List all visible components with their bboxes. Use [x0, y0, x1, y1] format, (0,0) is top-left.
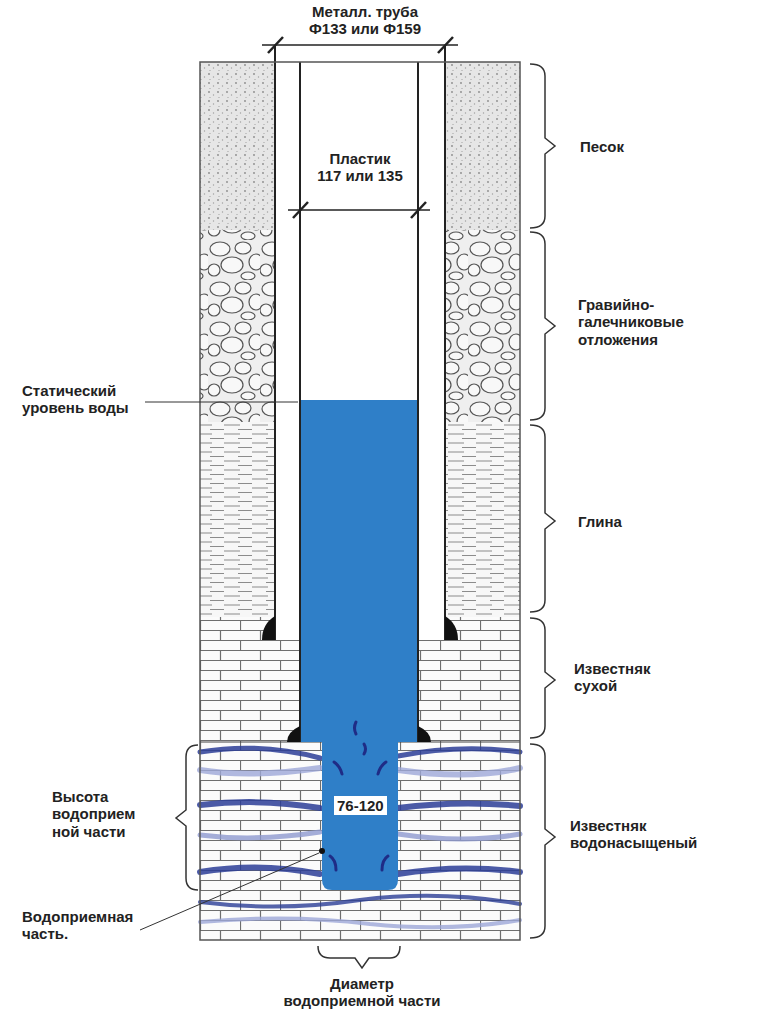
part-label: Водоприемная часть. [22, 908, 137, 943]
pipe-dimension: Пластик 117 или 135 [317, 150, 403, 185]
layer-name: Глина [578, 513, 728, 530]
layer-name: Гравийно- галечниковые отложения [578, 296, 690, 348]
dimension-label: 76-120 [334, 796, 387, 815]
pipe-dimension: Металл. труба Ф133 или Ф159 [300, 3, 430, 38]
level-label: Статический уровень воды [22, 382, 134, 417]
layer-name: Известняк водонасыщеный [570, 817, 720, 852]
layer-name: Песок [580, 138, 730, 155]
part-label: Высота водоприем ной части [52, 788, 142, 840]
part-label: Диаметр водоприемной части [282, 975, 442, 1010]
layer-name: Известняк сухой [574, 660, 669, 695]
